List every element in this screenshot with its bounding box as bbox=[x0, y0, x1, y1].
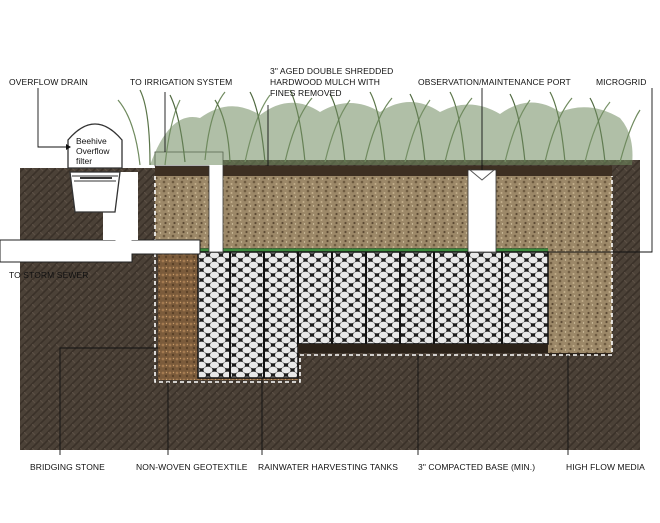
label-overflow-drain: OVERFLOW DRAIN bbox=[9, 77, 88, 87]
label-observation-port: OBSERVATION/MAINTENANCE PORT bbox=[418, 77, 571, 87]
label-tanks: RAINWATER HARVESTING TANKS bbox=[258, 462, 399, 472]
label-mulch-1: 3" AGED DOUBLE SHREDDED bbox=[270, 66, 394, 76]
beehive-filter bbox=[67, 123, 123, 213]
label-high-flow: HIGH FLOW MEDIA bbox=[566, 462, 645, 472]
label-mulch-2: HARDWOOD MULCH WITH bbox=[270, 77, 381, 87]
mulch-layer bbox=[155, 166, 612, 176]
overflow-arrow bbox=[66, 144, 71, 150]
filter-label-1: Beehive bbox=[76, 136, 107, 146]
label-compacted-base: 3" COMPACTED BASE (MIN.) bbox=[418, 462, 536, 472]
high-flow-media-right bbox=[548, 248, 612, 353]
label-microgrid: MICROGRID bbox=[596, 77, 647, 87]
label-bridging-stone: BRIDGING STONE bbox=[30, 462, 105, 472]
leader-lines bbox=[37, 88, 653, 455]
filter-label-3: filter bbox=[76, 156, 93, 166]
label-to-irrigation: TO IRRIGATION SYSTEM bbox=[130, 77, 233, 87]
high-flow-media-layer bbox=[155, 168, 612, 248]
grass-mass bbox=[150, 102, 633, 165]
observation-port bbox=[467, 169, 497, 253]
compacted-base bbox=[298, 344, 612, 355]
filter-label-2: Overflow bbox=[76, 146, 110, 156]
label-non-woven: NON-WOVEN GEOTEXTILE bbox=[136, 462, 248, 472]
label-to-storm-sewer: TO STORM SEWER bbox=[9, 270, 89, 280]
label-mulch-3: FINES REMOVED bbox=[270, 88, 342, 98]
